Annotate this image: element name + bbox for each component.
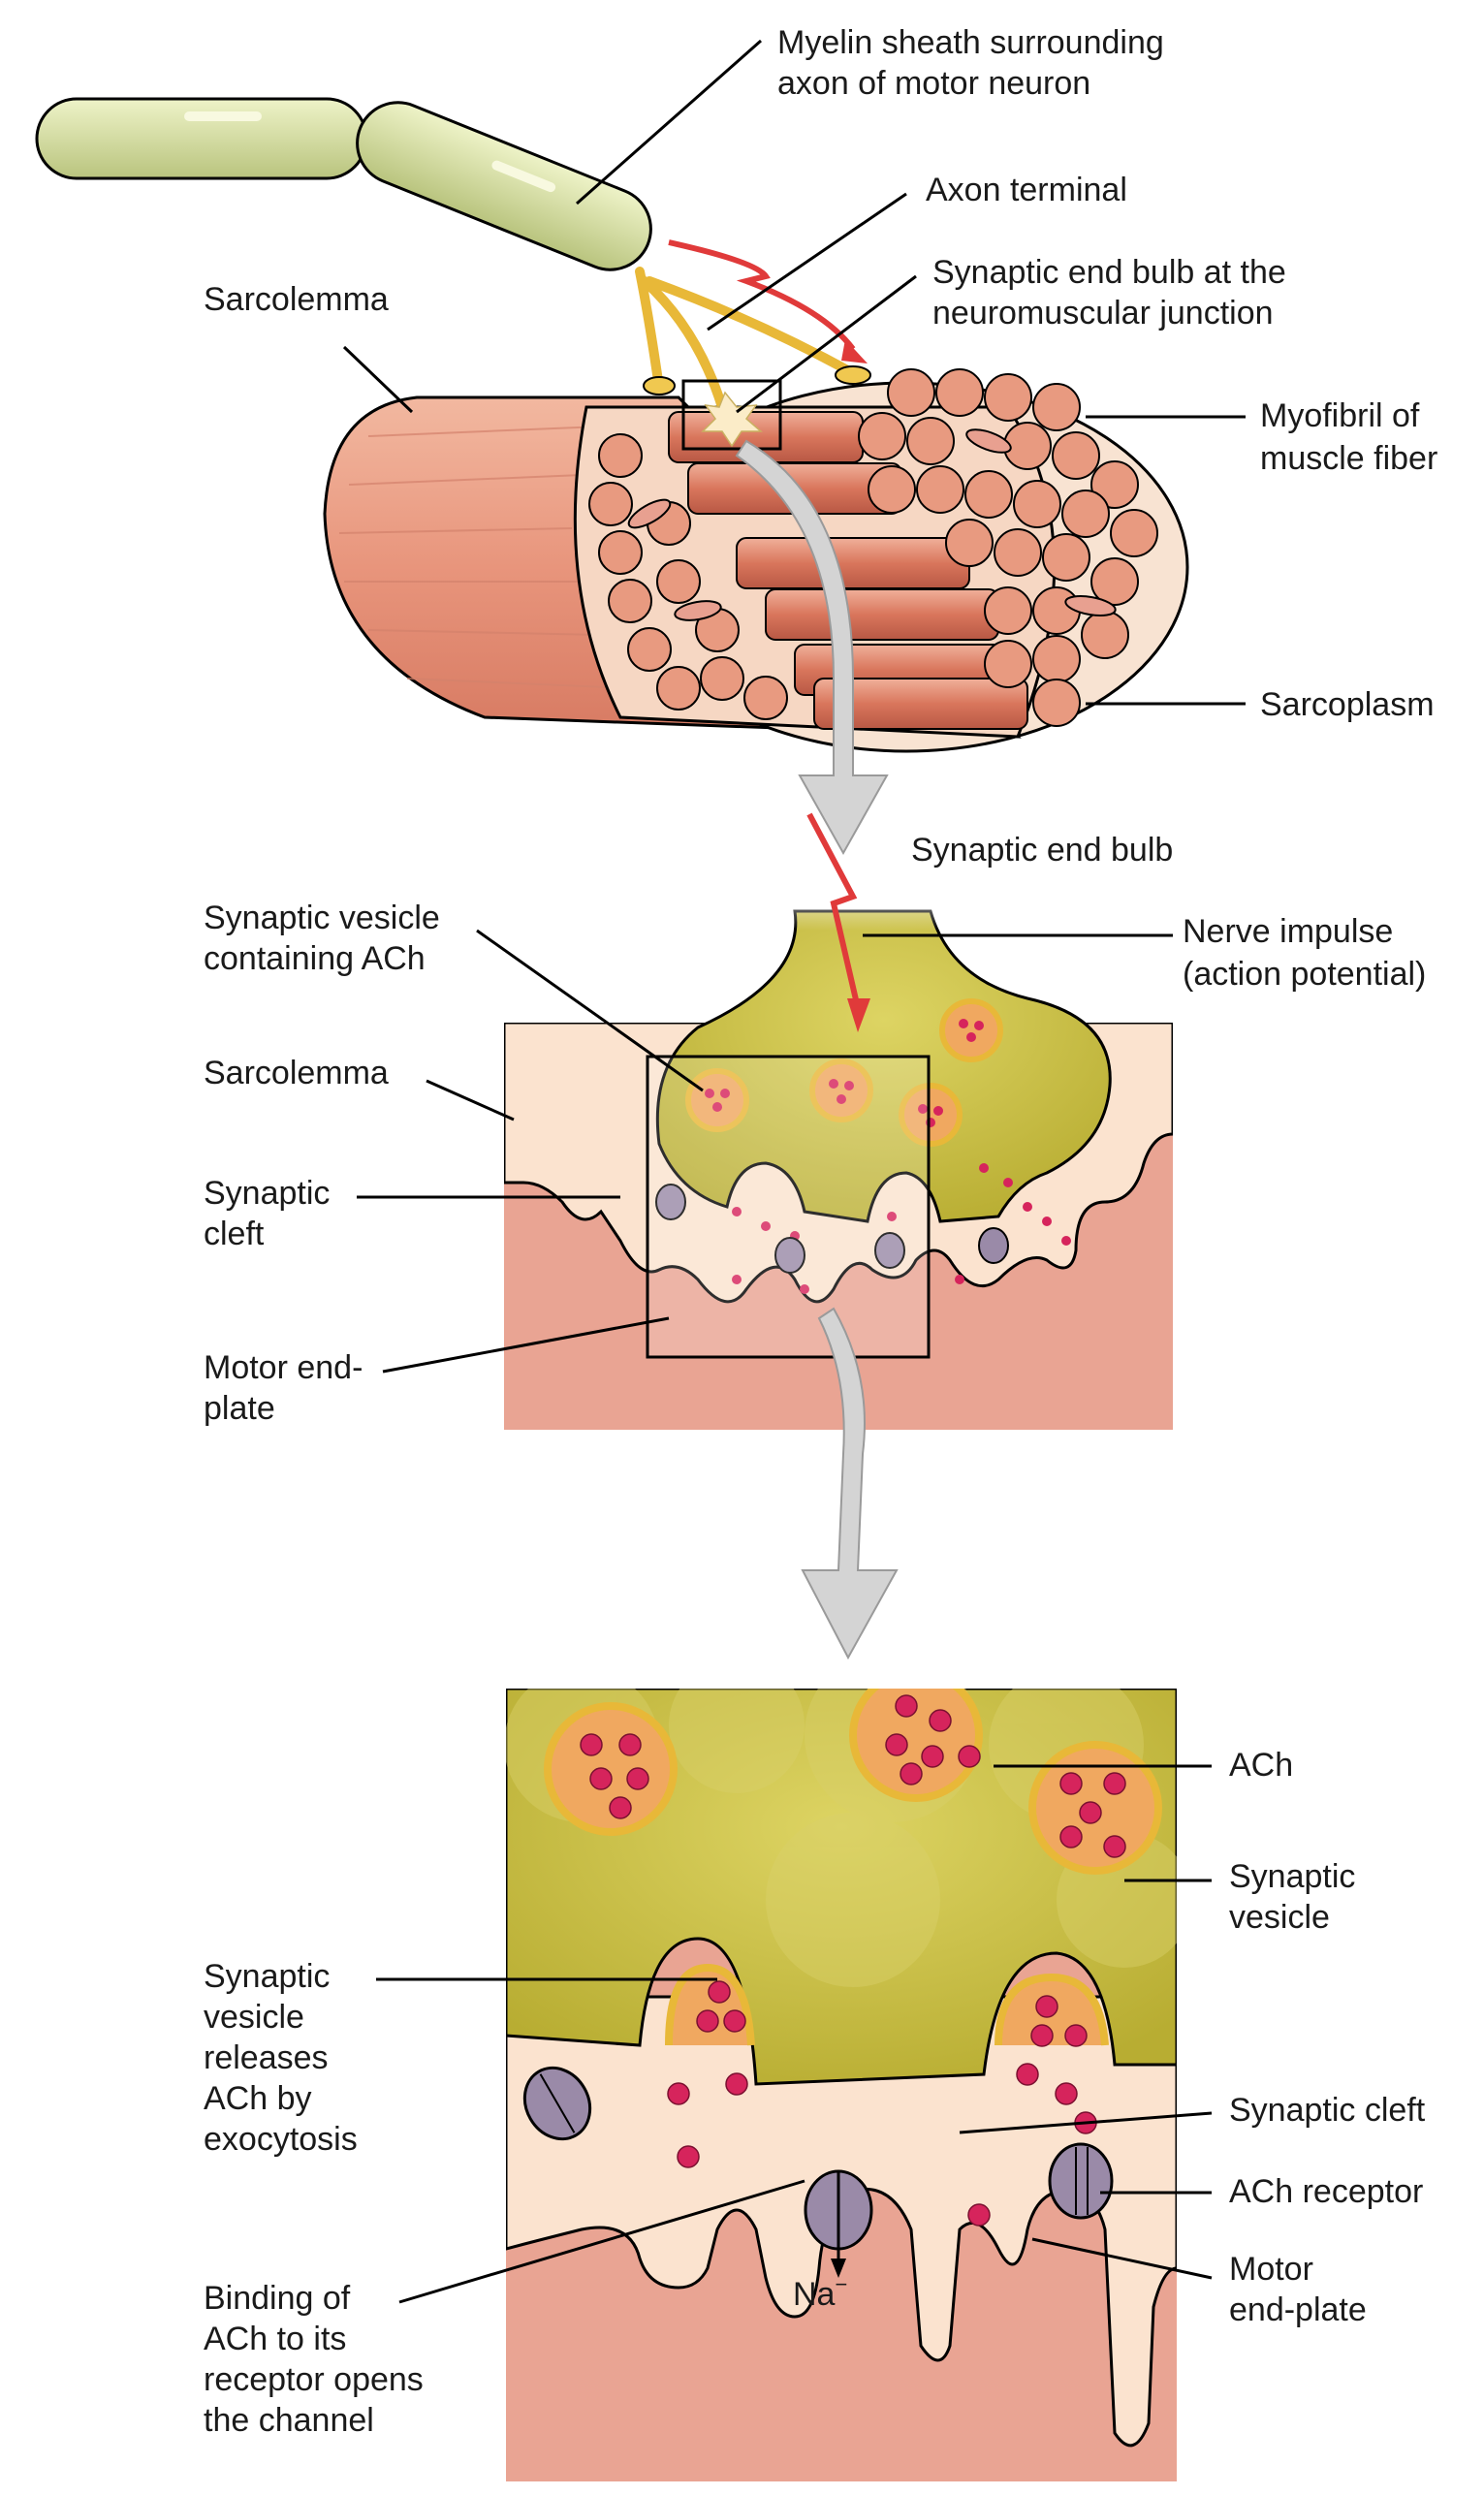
label-receptor: ACh receptor <box>1229 2173 1423 2210</box>
zoom-arrow-1 <box>735 439 889 856</box>
synaptic-end-bulb-mid <box>655 909 1112 1223</box>
junction-panel <box>504 812 1173 1430</box>
label-cleft-bottom: Synaptic cleft <box>1229 2092 1426 2129</box>
detail-panel <box>506 1689 1177 2481</box>
label-axon-terminal: Axon terminal <box>926 172 1127 208</box>
label-vesicle-ach: Synaptic vesicle <box>204 900 440 936</box>
myelin-sheath <box>35 97 652 271</box>
label-endplate-bottom: Motor <box>1229 2251 1313 2288</box>
label-releases: Synaptic <box>204 1958 330 1995</box>
synaptic-end-bulb-small <box>681 379 782 451</box>
label-cleft-mid: Synaptic <box>204 1175 330 1212</box>
label-sarcoplasm: Sarcoplasm <box>1260 686 1435 723</box>
svg-text:vesicle: vesicle <box>204 1999 304 2036</box>
svg-text:end-plate: end-plate <box>1229 2291 1367 2328</box>
axon-terminal <box>635 267 858 412</box>
labels: Myelin sheath surrounding axon of motor … <box>204 24 1437 2439</box>
vesicles-mid <box>685 998 1071 1294</box>
nerve-impulse-bolt-top <box>668 239 856 351</box>
nerve-impulse-bolt-mid <box>806 812 861 1009</box>
label-myelin: Myelin sheath surrounding <box>777 24 1164 61</box>
receptors-mid <box>655 1184 1009 1274</box>
label-ach: ACh <box>1229 1747 1293 1784</box>
svg-text:(action potential): (action potential) <box>1183 956 1426 993</box>
label-end-bulb: Synaptic end bulb <box>911 832 1173 869</box>
svg-text:neuromuscular junction: neuromuscular junction <box>932 295 1274 332</box>
label-sarcolemma-mid: Sarcolemma <box>204 1055 389 1091</box>
svg-text:containing ACh: containing ACh <box>204 940 426 977</box>
label-nerve-impulse: Nerve impulse <box>1183 913 1393 950</box>
svg-text:cleft: cleft <box>204 1216 265 1252</box>
label-sarcolemma-top: Sarcolemma <box>204 281 389 318</box>
svg-text:muscle fiber: muscle fiber <box>1260 440 1437 477</box>
svg-text:receptor opens: receptor opens <box>204 2361 424 2398</box>
label-vesicle: Synaptic <box>1229 1858 1355 1895</box>
svg-text:ACh by: ACh by <box>204 2080 312 2117</box>
svg-text:exocytosis: exocytosis <box>204 2121 358 2158</box>
label-myofibril: Myofibril of <box>1260 397 1420 434</box>
myofibril-cross-sections <box>588 368 1158 727</box>
zoom-arrow-2 <box>801 1307 899 1660</box>
label-end-bulb-nmj: Synaptic end bulb at the <box>932 254 1286 291</box>
svg-text:axon of motor neuron: axon of motor neuron <box>777 65 1090 102</box>
svg-text:vesicle: vesicle <box>1229 1899 1330 1936</box>
svg-text:releases: releases <box>204 2039 329 2076</box>
zoom-box-mid <box>646 1055 931 1359</box>
label-na-ion: Na− <box>793 2272 847 2313</box>
svg-text:plate: plate <box>204 1390 275 1427</box>
svg-text:the channel: the channel <box>204 2402 374 2439</box>
label-endplate-mid: Motor end- <box>204 1349 363 1386</box>
label-binding: Binding of <box>204 2280 351 2317</box>
svg-text:ACh to its: ACh to its <box>204 2321 346 2357</box>
